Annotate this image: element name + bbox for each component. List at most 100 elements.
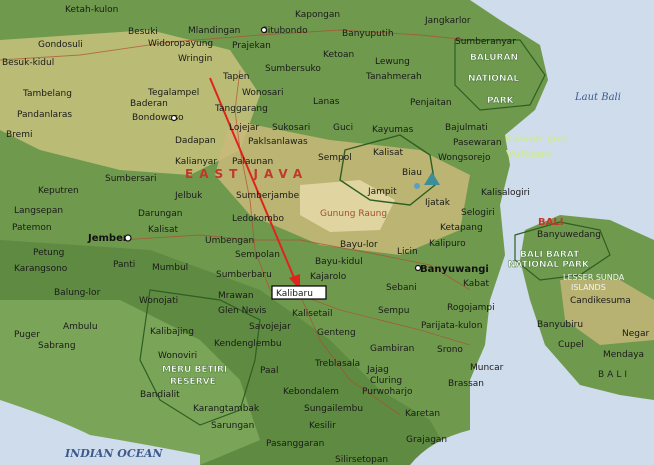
- baluran-boundary: [454, 39, 546, 111]
- roads: [0, 29, 471, 416]
- place-label: Kalianyar: [175, 157, 217, 167]
- place-label: Banyuputih: [342, 29, 394, 39]
- place-label: Sungailembu: [304, 404, 363, 414]
- place-label: Balung-lor: [54, 288, 101, 298]
- gunung-raung-label: Gunung Raung: [320, 209, 387, 219]
- place-label: Prajekan: [232, 41, 271, 51]
- place-label: Sumberjambe: [236, 191, 300, 201]
- south-sea-east: [410, 430, 470, 465]
- place-label: Silirsetopan: [335, 455, 388, 465]
- place-label: Sumbersuko: [265, 64, 321, 74]
- place-label: Candikesuma: [570, 296, 631, 306]
- meru-betiri-boundary: [139, 289, 261, 426]
- place-label: Sempolan: [235, 250, 280, 260]
- place-label: Karangtambak: [193, 404, 260, 414]
- place-label: Palaunan: [232, 157, 273, 167]
- indian-ocean-label: INDIAN OCEAN: [64, 447, 164, 460]
- lesser-sunda-label-2: ISLANDS: [571, 283, 606, 292]
- place-label: Negar: [622, 329, 649, 339]
- place-label: Lanas: [313, 97, 340, 107]
- place-label: Bayu-kidul: [315, 257, 363, 267]
- place-label: Kayumas: [372, 125, 414, 135]
- place-label: Sempol: [318, 153, 352, 163]
- place-label: Bondowoso: [132, 113, 184, 123]
- place-label: Umbengan: [205, 236, 254, 246]
- place-label: Kalibajing: [150, 327, 194, 337]
- place-label: Guci: [333, 123, 353, 133]
- bali-highland: [560, 280, 654, 345]
- ijen-boundary: [339, 134, 436, 206]
- bali-barat-boundary: [514, 221, 611, 281]
- place-label: Jajag: [366, 365, 389, 375]
- place-label: Penjaitan: [410, 98, 452, 108]
- place-label: Widoropayung: [148, 39, 213, 49]
- place-label: Sumberbaru: [216, 270, 272, 280]
- place-label: Banyubiru: [537, 320, 583, 330]
- south-sea: [0, 400, 200, 465]
- place-label: Mlandingan: [188, 26, 240, 36]
- baluran-label-3: PARK: [487, 96, 515, 106]
- place-label: Pasewaran: [453, 138, 502, 148]
- place-label: Bajulmati: [445, 123, 488, 133]
- place-label: Sabrang: [38, 341, 76, 351]
- place-label: Wonosari: [242, 88, 284, 98]
- place-label: Treblasala: [314, 359, 360, 369]
- place-label: Tanggarang: [214, 104, 268, 114]
- place-label: Lewung: [375, 57, 410, 67]
- place-label: Grajagan: [406, 435, 447, 445]
- place-label: Kebondalem: [283, 387, 339, 397]
- place-label: Banyuwedang: [537, 230, 601, 240]
- lesser-sunda-label-1: LESSER SUNDA: [563, 273, 625, 282]
- bali-barat-label-1: BALI BARAT: [520, 250, 580, 260]
- place-label: Genteng: [317, 328, 356, 338]
- place-label: Bremi: [6, 130, 32, 140]
- place-label: Selogiri: [461, 208, 495, 218]
- place-label: Gambiran: [370, 344, 414, 354]
- place-label: Kendenglembu: [214, 339, 282, 349]
- place-label: Kabat: [463, 279, 489, 289]
- pointer-arrow-line: [209, 77, 296, 281]
- place-label: Glen Nevis: [218, 306, 267, 316]
- place-label: Cupel: [558, 340, 584, 350]
- place-label: Kalisat: [373, 148, 403, 158]
- place-label: Kapongan: [295, 10, 340, 20]
- place-label: Pasanggaran: [266, 439, 324, 449]
- place-label: Besuk-kidul: [2, 58, 54, 68]
- bali-lower-label: BALI: [598, 370, 630, 380]
- ijen-label-1: Kawah Ijen: [505, 134, 567, 145]
- baluran-label-1: BALURAN: [470, 53, 518, 63]
- place-label: Mumbul: [152, 263, 188, 273]
- place-label: Ijatak: [425, 198, 451, 208]
- place-label: Paal: [260, 366, 279, 376]
- region-label: EAST JAVA: [185, 167, 308, 181]
- place-label: Situbondo: [262, 26, 308, 36]
- meru-betiri-label-1: MERU BETIRI: [162, 365, 227, 375]
- place-label: Ketah-kulon: [65, 5, 118, 15]
- place-label: Tapen: [222, 72, 249, 82]
- place-label: Ambulu: [63, 322, 98, 332]
- place-label: Jember: [87, 233, 128, 244]
- place-label: Wongsorejo: [438, 153, 491, 163]
- place-label: Wonoviri: [158, 351, 197, 361]
- place-label: Keputren: [38, 186, 79, 196]
- place-label: Darungan: [138, 209, 183, 219]
- place-label: Biau: [402, 168, 422, 178]
- place-label: Kajarolo: [310, 272, 347, 282]
- place-label: Mendaya: [603, 350, 644, 360]
- place-label: Karetan: [405, 409, 440, 419]
- place-label: Sumbersari: [105, 174, 157, 184]
- place-label: Langsepan: [14, 206, 63, 216]
- place-label: Kalisalogiri: [481, 188, 530, 198]
- meru-betiri-label-2: RESERVE: [170, 377, 216, 387]
- place-label: Kalipuro: [429, 239, 466, 249]
- place-label: Tegalampel: [147, 88, 199, 98]
- place-label: Ledokombo: [232, 214, 284, 224]
- place-label: Tanahmerah: [365, 72, 422, 82]
- place-label: Pandanlaras: [17, 110, 72, 120]
- place-label: Paklsanlawas: [248, 137, 308, 147]
- place-label: Rogojampi: [447, 303, 495, 313]
- place-label: Jampit: [367, 187, 397, 197]
- place-label: Cluring: [370, 376, 402, 386]
- place-label: Dadapan: [175, 136, 216, 146]
